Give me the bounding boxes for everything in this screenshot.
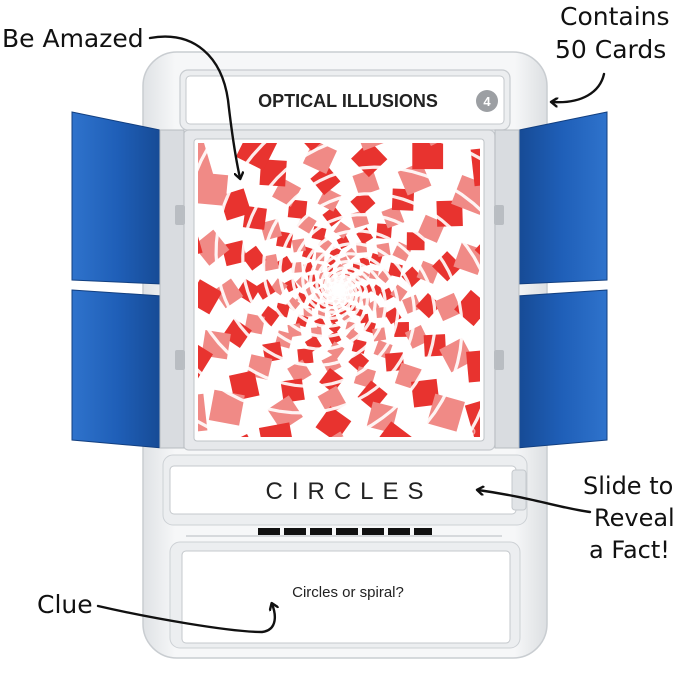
slide-label-line2: Reveal (594, 504, 675, 532)
illusion-tile (310, 165, 341, 196)
illusion-tile (385, 352, 405, 372)
answer-text: CIRCLES (265, 478, 432, 505)
contains-arrow (552, 72, 606, 102)
illusion-tile (221, 240, 248, 267)
illusion-tile (464, 395, 480, 437)
illusion-tile (319, 368, 345, 393)
illusion-tile (345, 328, 361, 344)
card-number-badge: 4 (476, 90, 498, 112)
illusion-tile (317, 236, 333, 252)
title-window: OPTICAL ILLUSIONS 4 (185, 75, 505, 125)
spiral-illusion-image (198, 143, 480, 437)
slide-arrow (478, 490, 592, 514)
be-amazed-arrow (148, 35, 240, 178)
annotation-contains: Contains 50 Cards (552, 2, 670, 102)
illusion-tile (439, 337, 475, 373)
illusion-window: ico (193, 138, 485, 442)
illusion-tile (372, 327, 387, 342)
illusion-tile (258, 422, 295, 437)
illusion-tile (315, 406, 352, 437)
illusion-tile (412, 143, 444, 170)
slide-label-line3: a Fact! (589, 536, 670, 564)
illusion-tile (352, 169, 380, 197)
illusion-tile (208, 389, 245, 426)
illusion-spiral-stroke (261, 165, 480, 338)
illusion-tile (411, 378, 440, 408)
illusion-tile (198, 172, 229, 206)
illusion-tile (198, 279, 223, 315)
illusion-tile (372, 421, 416, 437)
illusion-tile (402, 294, 422, 314)
contains-label-line2: 50 Cards (555, 35, 666, 64)
illusion-tile (376, 242, 391, 257)
illusion-tile (426, 393, 465, 432)
illusion-tile (241, 245, 267, 271)
image-watermark: ico (457, 423, 476, 438)
card-number: 4 (483, 94, 491, 109)
annotation-clue: Clue (37, 590, 275, 634)
illusion-tile (297, 347, 314, 365)
illusion-tile (285, 297, 301, 312)
illusion-tile (287, 199, 308, 219)
clue-text: Circles or spiral? (292, 584, 404, 601)
contains-label-line1: Contains (560, 2, 670, 31)
right-shutters[interactable] (494, 111, 608, 449)
illusion-tile (454, 289, 480, 327)
illusion-tile (377, 268, 393, 284)
illusion-tile (228, 370, 260, 401)
left-shutters[interactable] (71, 111, 185, 449)
answer-window[interactable]: CIRCLES (169, 465, 527, 515)
illusion-tile (198, 229, 230, 266)
illusion-tile (261, 253, 279, 272)
illusion-tile (291, 238, 306, 253)
clue-arrow (96, 604, 275, 634)
illusion-tile (434, 292, 463, 322)
annotation-be-amazed: Be Amazed (2, 24, 240, 178)
clue-window: Circles or spiral? (181, 550, 511, 644)
illusion-tile (198, 143, 214, 185)
slider-indicator[interactable] (186, 528, 502, 537)
slide-label-line1: Slide to (583, 472, 673, 500)
illusion-center (333, 284, 345, 296)
illusion-tile (451, 174, 480, 215)
clue-label: Clue (37, 590, 93, 619)
illusion-tile (259, 159, 287, 187)
illusion-tile (198, 337, 214, 381)
annotation-slide: Slide to Reveal a Fact! (478, 472, 675, 564)
illusion-tile (466, 349, 480, 383)
illusion-tile (357, 380, 388, 411)
be-amazed-label: Be Amazed (2, 24, 144, 53)
card-title: OPTICAL ILLUSIONS (258, 91, 438, 111)
